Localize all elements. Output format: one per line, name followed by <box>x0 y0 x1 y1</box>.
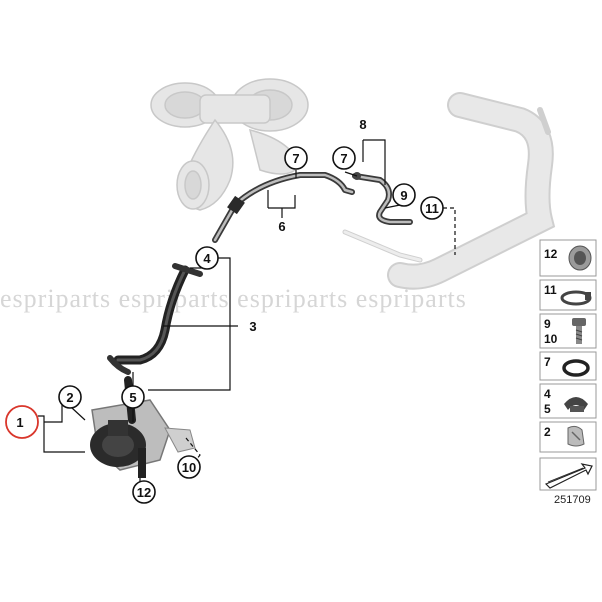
legend-item-12[interactable]: 12 <box>539 239 597 277</box>
svg-text:11: 11 <box>425 201 439 216</box>
o-ring-icon <box>562 359 590 377</box>
highlight-circle <box>5 405 39 439</box>
svg-text:10: 10 <box>544 332 558 346</box>
coolant-pipe-ghost <box>342 92 556 290</box>
callout-4[interactable]: 4 <box>195 246 219 270</box>
callout-7b[interactable]: 7 <box>332 146 356 170</box>
svg-text:2: 2 <box>544 425 551 439</box>
callout-11[interactable]: 11 <box>420 196 444 220</box>
svg-text:7: 7 <box>340 151 347 166</box>
svg-text:8: 8 <box>359 117 366 132</box>
callout-7a[interactable]: 7 <box>284 146 308 170</box>
svg-text:5: 5 <box>544 402 551 416</box>
svg-text:12: 12 <box>137 485 151 500</box>
direction-arrow-box <box>539 457 597 491</box>
holder-icon <box>567 425 585 447</box>
diagram-id: 251709 <box>554 494 591 506</box>
svg-text:9: 9 <box>400 188 407 203</box>
hose-clamp-icon <box>560 290 592 306</box>
callout-12[interactable]: 12 <box>132 480 156 504</box>
legend-item-4-5[interactable]: 4 5 <box>539 383 597 419</box>
legend-item-7[interactable]: 7 <box>539 351 597 381</box>
svg-text:9: 9 <box>544 317 551 331</box>
svg-text:1: 1 <box>16 415 23 430</box>
turbocharger-ghost <box>150 78 309 211</box>
arrow-icon <box>544 463 593 489</box>
hose-upper <box>212 172 355 243</box>
callout-8[interactable]: 8 <box>359 117 366 132</box>
water-pump <box>90 376 196 478</box>
svg-text:6: 6 <box>278 219 285 234</box>
legend-item-11[interactable]: 11 <box>539 279 597 311</box>
clip-icon <box>564 397 588 412</box>
callout-9[interactable]: 9 <box>392 183 416 207</box>
parts-legend: 12 11 9 10 <box>539 239 597 506</box>
svg-text:2: 2 <box>66 390 73 405</box>
callout-6[interactable]: 6 <box>278 219 285 234</box>
callout-5[interactable]: 5 <box>121 385 145 409</box>
svg-text:11: 11 <box>544 283 557 297</box>
callout-2[interactable]: 2 <box>58 385 82 409</box>
legend-item-2[interactable]: 2 <box>539 421 597 453</box>
svg-text:3: 3 <box>249 319 256 334</box>
svg-text:12: 12 <box>544 247 558 261</box>
legend-item-9-10[interactable]: 9 10 <box>539 313 597 349</box>
svg-text:4: 4 <box>203 251 211 266</box>
svg-text:4: 4 <box>544 387 551 401</box>
watermark-text: espriparts espriparts espriparts espripa… <box>0 284 467 313</box>
callout-10[interactable]: 10 <box>177 455 201 479</box>
callout-1[interactable]: 1 <box>5 405 39 439</box>
bolt-icon <box>572 318 586 344</box>
hose-middle <box>107 263 203 375</box>
svg-text:5: 5 <box>129 390 136 405</box>
connector-icon <box>568 245 592 271</box>
callout-3[interactable]: 3 <box>249 319 256 334</box>
svg-text:10: 10 <box>182 460 196 475</box>
svg-text:7: 7 <box>544 355 551 369</box>
svg-text:7: 7 <box>292 151 299 166</box>
